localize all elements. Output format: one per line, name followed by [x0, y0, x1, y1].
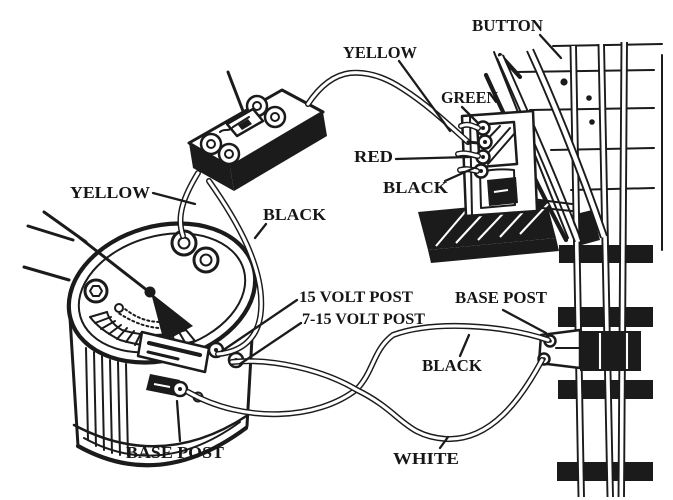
label-base-post-transformer: BASE POST	[126, 443, 224, 462]
switch-controller	[187, 70, 327, 191]
label-15-volt-post: 15 VOLT POST	[299, 289, 414, 306]
label-button: BUTTON	[472, 16, 543, 35]
label-yellow-transformer-wire: YELLOW	[70, 183, 151, 202]
wire-black-transformer-to-lockon	[185, 322, 551, 418]
switch-machine-terminals	[473, 120, 493, 179]
wires	[177, 69, 551, 443]
transformer-throttle-handle	[42, 210, 193, 342]
transformer-nameplate	[136, 330, 211, 396]
label-black-transformer-wire: BLACK	[263, 205, 326, 224]
transformer-prong	[22, 265, 71, 282]
transformer-knob	[83, 278, 124, 313]
transformer-prong	[26, 224, 75, 242]
wire-black-controller-to-transformer	[206, 178, 265, 357]
label-black-switch-wire: BLACK	[383, 178, 448, 197]
label-yellow-top-wire: YELLOW	[343, 43, 417, 62]
label-black-track-wire: BLACK	[422, 356, 482, 375]
wire-yellow-controller-to-transformer	[177, 170, 201, 239]
label-7-15-volt-post: 7-15 VOLT POST	[302, 311, 426, 328]
transformer	[22, 210, 258, 468]
switch-machine	[418, 109, 573, 263]
straight-track	[515, 41, 663, 498]
wire-green-stub	[458, 121, 481, 131]
wire-yellow-controller-to-switch	[305, 69, 480, 145]
label-base-post-track: BASE POST	[455, 288, 547, 307]
transformer-top-posts	[170, 229, 220, 274]
switch-button	[560, 78, 568, 86]
wire-red-stub	[455, 150, 481, 159]
leader-lines	[151, 33, 563, 450]
label-green-wire: GREEN	[441, 88, 498, 107]
label-white-track-wire: WHITE	[393, 449, 459, 468]
wire-white-transformer-to-lockon	[229, 357, 545, 443]
controller-lever	[229, 78, 245, 113]
labels: YELLOW BUTTON GREEN RED BLACK YELLOW BLA…	[70, 16, 547, 468]
label-red-wire: RED	[354, 147, 393, 166]
lockon-clip	[537, 328, 641, 371]
